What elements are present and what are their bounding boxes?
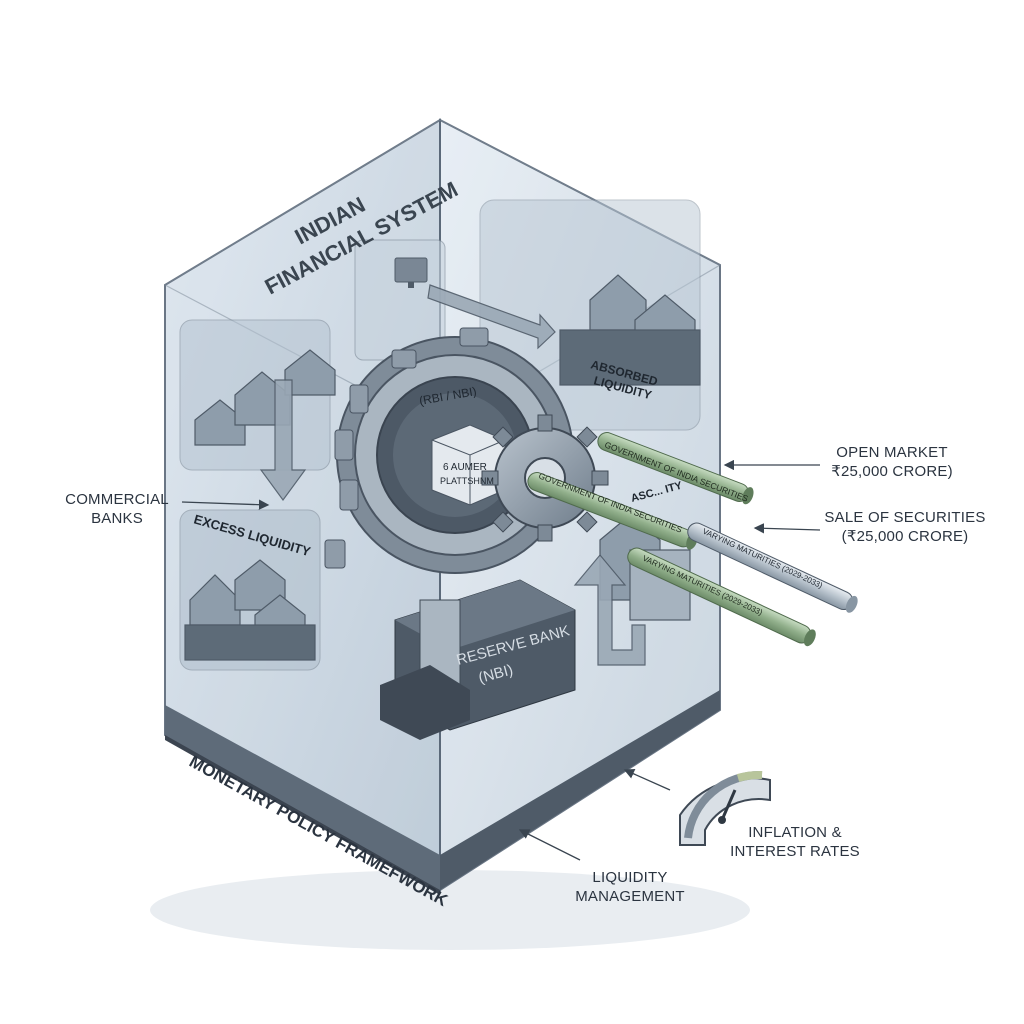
cabinet-top-edge bbox=[163, 119, 722, 431]
pipe-green-1 bbox=[597, 432, 754, 505]
houses-top-right bbox=[559, 274, 701, 386]
commercial-banks-line-1: COMMERCIAL bbox=[65, 491, 169, 508]
houses-bottom-left bbox=[184, 559, 316, 661]
commercial-banks-line-2: BANKS bbox=[91, 510, 143, 527]
core-cube-label-2: PLATTSHNM bbox=[440, 476, 494, 486]
core-cube-label-1: 6 AUMER bbox=[443, 462, 487, 473]
gauge-icon bbox=[679, 770, 771, 846]
callout-arrows bbox=[181, 459, 821, 861]
liquidity-management-label: LIQUIDITY MANAGEMENT bbox=[560, 868, 700, 906]
liquidity-management-line-2: MANAGEMENT bbox=[575, 888, 685, 905]
pipe-green-3 bbox=[627, 547, 816, 647]
inflation-line-2: INTEREST RATES bbox=[730, 843, 860, 860]
floor-shadow bbox=[150, 870, 750, 950]
internal-flow-arrows bbox=[259, 284, 646, 666]
base-plinth-left bbox=[165, 735, 440, 895]
ring-teeth bbox=[324, 327, 489, 569]
pipes bbox=[527, 432, 858, 647]
inflation-label: INFLATION & INTEREST RATES bbox=[720, 823, 870, 861]
reserve-bank-block bbox=[380, 579, 576, 740]
sale-of-securities-line-1: SALE OF SECURITIES bbox=[824, 509, 986, 526]
open-market-line-1: OPEN MARKET bbox=[836, 444, 948, 461]
liquidity-management-line-1: LIQUIDITY bbox=[592, 869, 668, 886]
base-band-left bbox=[165, 705, 440, 890]
monitor-icon bbox=[394, 257, 428, 288]
cabinet-base bbox=[165, 690, 720, 895]
base-band-right bbox=[440, 690, 720, 890]
sale-of-securities-label: SALE OF SECURITIES (₹25,000 CRORE) bbox=[820, 508, 990, 546]
sale-of-securities-line-2: (₹25,000 CRORE) bbox=[841, 528, 969, 545]
open-market-label: OPEN MARKET ₹25,000 CRORE) bbox=[812, 443, 972, 481]
inflation-line-1: INFLATION & bbox=[748, 824, 842, 841]
commercial-banks-label: COMMERCIAL BANKS bbox=[52, 490, 182, 528]
pipe-gray bbox=[687, 522, 858, 613]
open-market-line-2: ₹25,000 CRORE) bbox=[831, 463, 953, 480]
